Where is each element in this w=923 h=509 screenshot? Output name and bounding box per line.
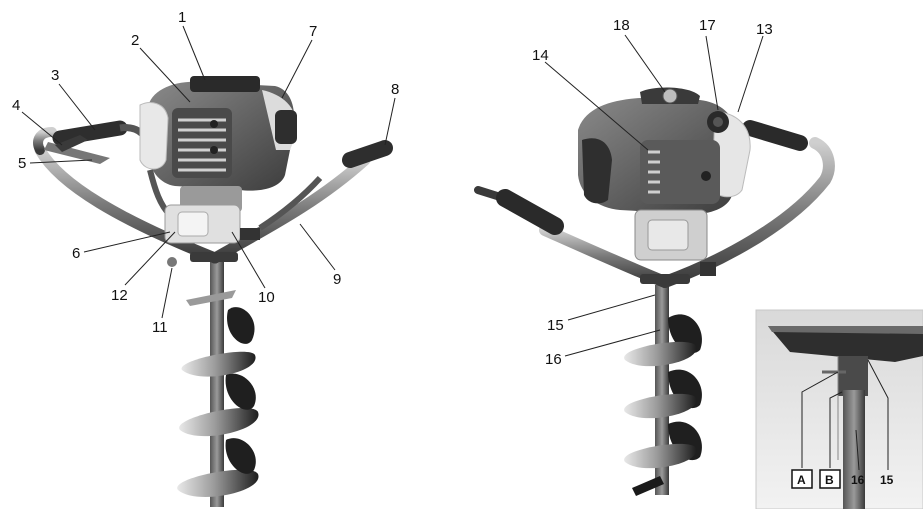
- box-label-a: A: [797, 473, 806, 487]
- fastening-bolt-left: [167, 257, 177, 267]
- throttle-lever: [44, 135, 110, 164]
- callout-5: 5: [18, 155, 26, 172]
- callout-9: 9: [333, 271, 341, 288]
- callouts-right: 13 14 15 16 17 18: [532, 17, 773, 368]
- callout-2: 2: [131, 32, 139, 49]
- engine-left: [139, 76, 297, 191]
- callout-12: 12: [111, 287, 128, 304]
- inset-label-15: 15: [880, 473, 894, 487]
- left-view: [33, 76, 393, 507]
- inset-labels: A B 16 15: [791, 469, 894, 489]
- callout-4: 4: [12, 97, 20, 114]
- callout-18: 18: [613, 17, 630, 34]
- box-a-frame: [791, 469, 813, 489]
- callout-7: 7: [309, 23, 317, 40]
- callout-1: 1: [178, 9, 186, 26]
- auger-bit-right: [624, 285, 702, 496]
- callout-17: 17: [699, 17, 716, 34]
- callout-14: 14: [532, 47, 549, 64]
- gearbox-left: [164, 186, 260, 244]
- callout-15: 15: [547, 317, 564, 334]
- inset-label-16: 16: [851, 473, 865, 487]
- short-grip-right-view: [742, 120, 808, 151]
- callout-13: 13: [756, 21, 773, 38]
- callouts-left: 1 2 3 4 5 6 7 8 9 10 11 12: [12, 9, 399, 336]
- callout-3: 3: [51, 67, 59, 84]
- leader-lines: [21, 25, 889, 471]
- grip-right-handle: [342, 140, 393, 168]
- callout-11: 11: [152, 319, 168, 336]
- box-b-frame: [819, 469, 841, 489]
- callout-6: 6: [72, 245, 80, 262]
- auger-bit-left: [177, 262, 259, 507]
- box-label-b: B: [825, 473, 834, 487]
- long-grip-right-view: [474, 186, 564, 235]
- right-view: [474, 87, 835, 496]
- callout-10: 10: [258, 289, 275, 306]
- callout-16: 16: [545, 351, 562, 368]
- engine-right: [578, 87, 751, 215]
- inset-detail: [755, 309, 923, 509]
- gearbox-right: [634, 209, 716, 276]
- callout-8: 8: [391, 81, 399, 98]
